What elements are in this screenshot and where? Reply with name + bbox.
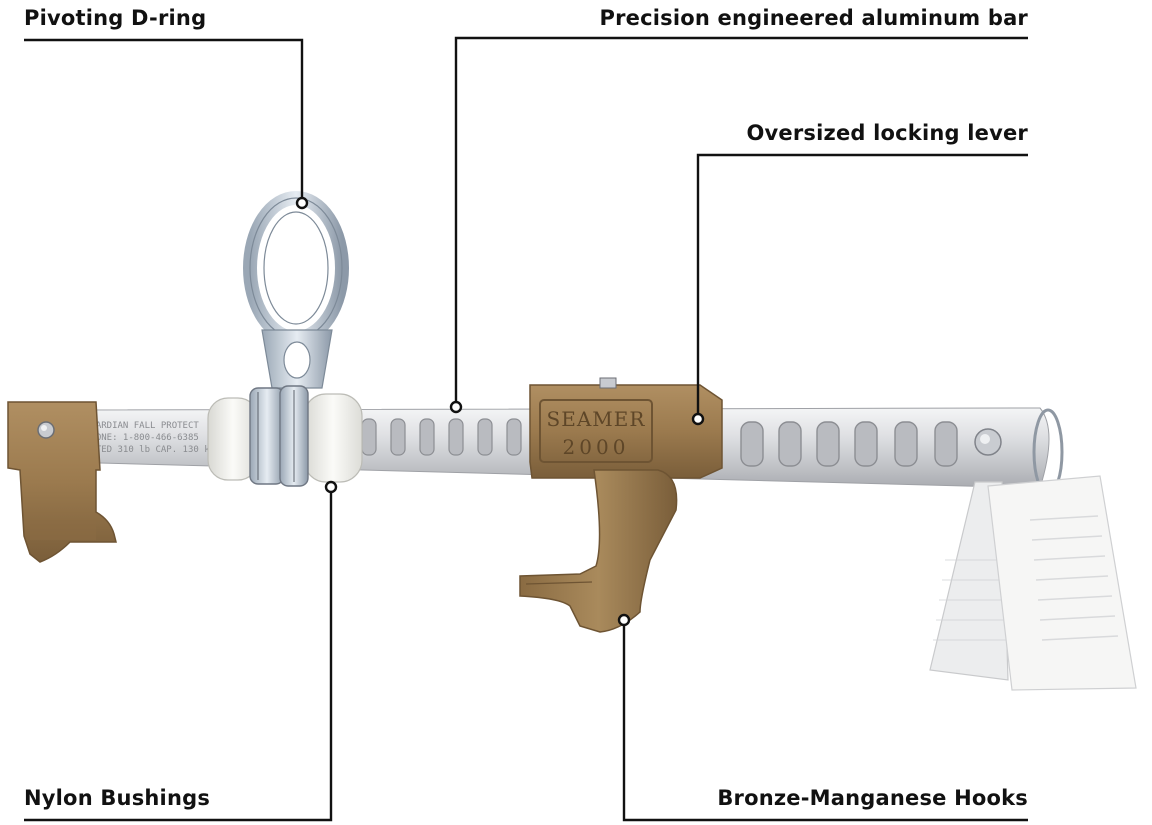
- bar-engraving-3: RATED 310 lb CAP. 130 kN/25: [85, 445, 231, 455]
- nylon-bushings: [207, 385, 363, 487]
- leader-nylon: [24, 487, 333, 822]
- dot-dring: [295, 196, 309, 210]
- inspection-tags: [929, 475, 1137, 691]
- left-hook: [7, 401, 117, 563]
- bar-engraving-1: GUARDIAN FALL PROTECT: [85, 421, 199, 431]
- leader-bar: [454, 36, 1028, 407]
- dot-hooks: [617, 613, 631, 627]
- callout-aluminum-bar: Precision engineered aluminum bar: [599, 6, 1028, 30]
- dot-bar: [449, 400, 463, 414]
- leader-dring: [24, 38, 304, 203]
- product-name-line1: SEAMER: [547, 407, 646, 431]
- d-ring: [243, 191, 349, 389]
- leader-hooks: [622, 620, 1028, 822]
- sliding-block: SEAMER 2000: [529, 377, 723, 479]
- callout-locking-lever: Oversized locking lever: [746, 121, 1028, 145]
- callout-nylon-bushings: Nylon Bushings: [24, 786, 211, 810]
- callout-d-ring: Pivoting D-ring: [24, 6, 207, 30]
- bar-slots-right: [740, 421, 958, 467]
- product-name-line2: 2000: [563, 435, 630, 459]
- center-hook: [519, 469, 678, 633]
- dot-lever: [691, 412, 705, 426]
- bar-engraving-2: PHONE: 1-800-466-6385: [85, 433, 199, 443]
- leader-lever: [696, 153, 1028, 419]
- dot-nylon: [324, 480, 338, 494]
- leader-lines: [24, 36, 1028, 822]
- callout-hooks: Bronze-Manganese Hooks: [717, 786, 1028, 810]
- leader-endpoints: [295, 196, 705, 627]
